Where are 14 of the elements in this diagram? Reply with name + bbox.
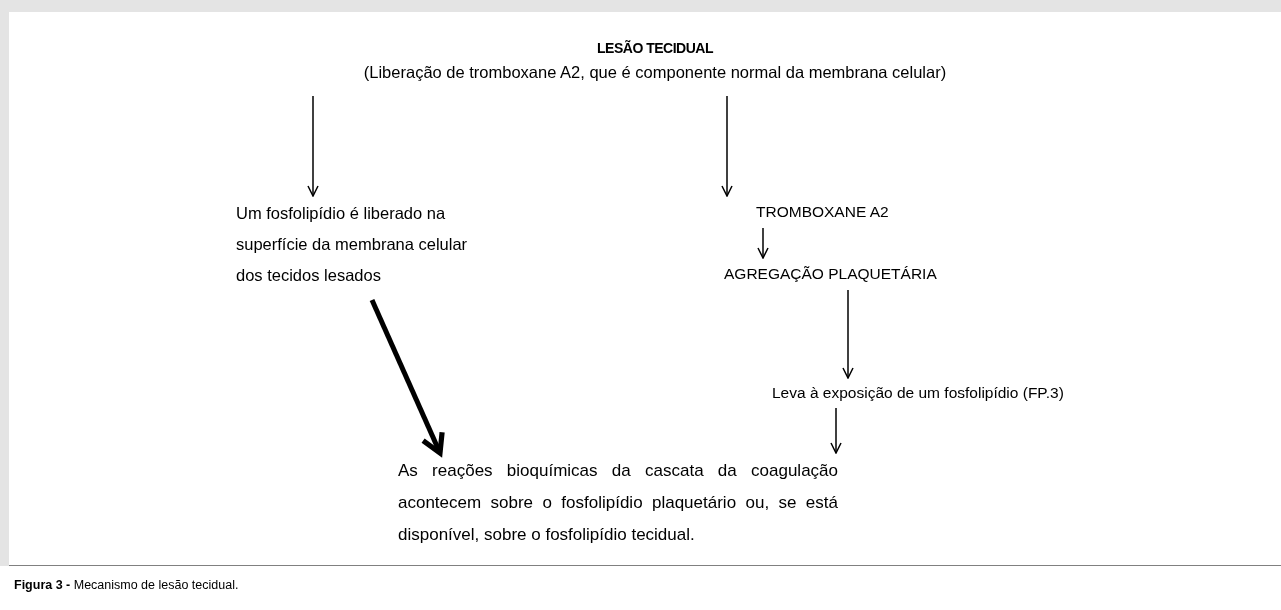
subheading-text: (Liberação de tromboxane A2, que é componente normal da membrana celular) <box>363 62 947 83</box>
flow-text: Leva à exposição de um fosfolipídio (FP.3) <box>772 383 1065 403</box>
flow-text: As reações bioquímicas da cascata da coagulação acontecem sobre o fosfolipídio plaquetário ou, se está disponível, sobre o fosfolipídio tecidual. <box>398 460 838 546</box>
arrow <box>369 299 445 456</box>
figure-caption: Figura 3 - Mecanismo de lesão tecidual. <box>14 577 239 594</box>
arrow <box>830 407 842 454</box>
arrow <box>757 227 769 259</box>
heading-text: LESÃO TECIDUAL <box>597 39 713 58</box>
flow-text: TROMBOXANE A2 <box>756 202 890 222</box>
flow-text: AGREGAÇÃO PLAQUETÁRIA <box>724 264 938 284</box>
arrow <box>842 289 854 379</box>
arrow <box>307 95 319 197</box>
arrow <box>721 95 733 197</box>
flow-text: Um fosfolipídio é liberado na superfície da membrana celular dos tecidos lesados <box>236 203 469 286</box>
